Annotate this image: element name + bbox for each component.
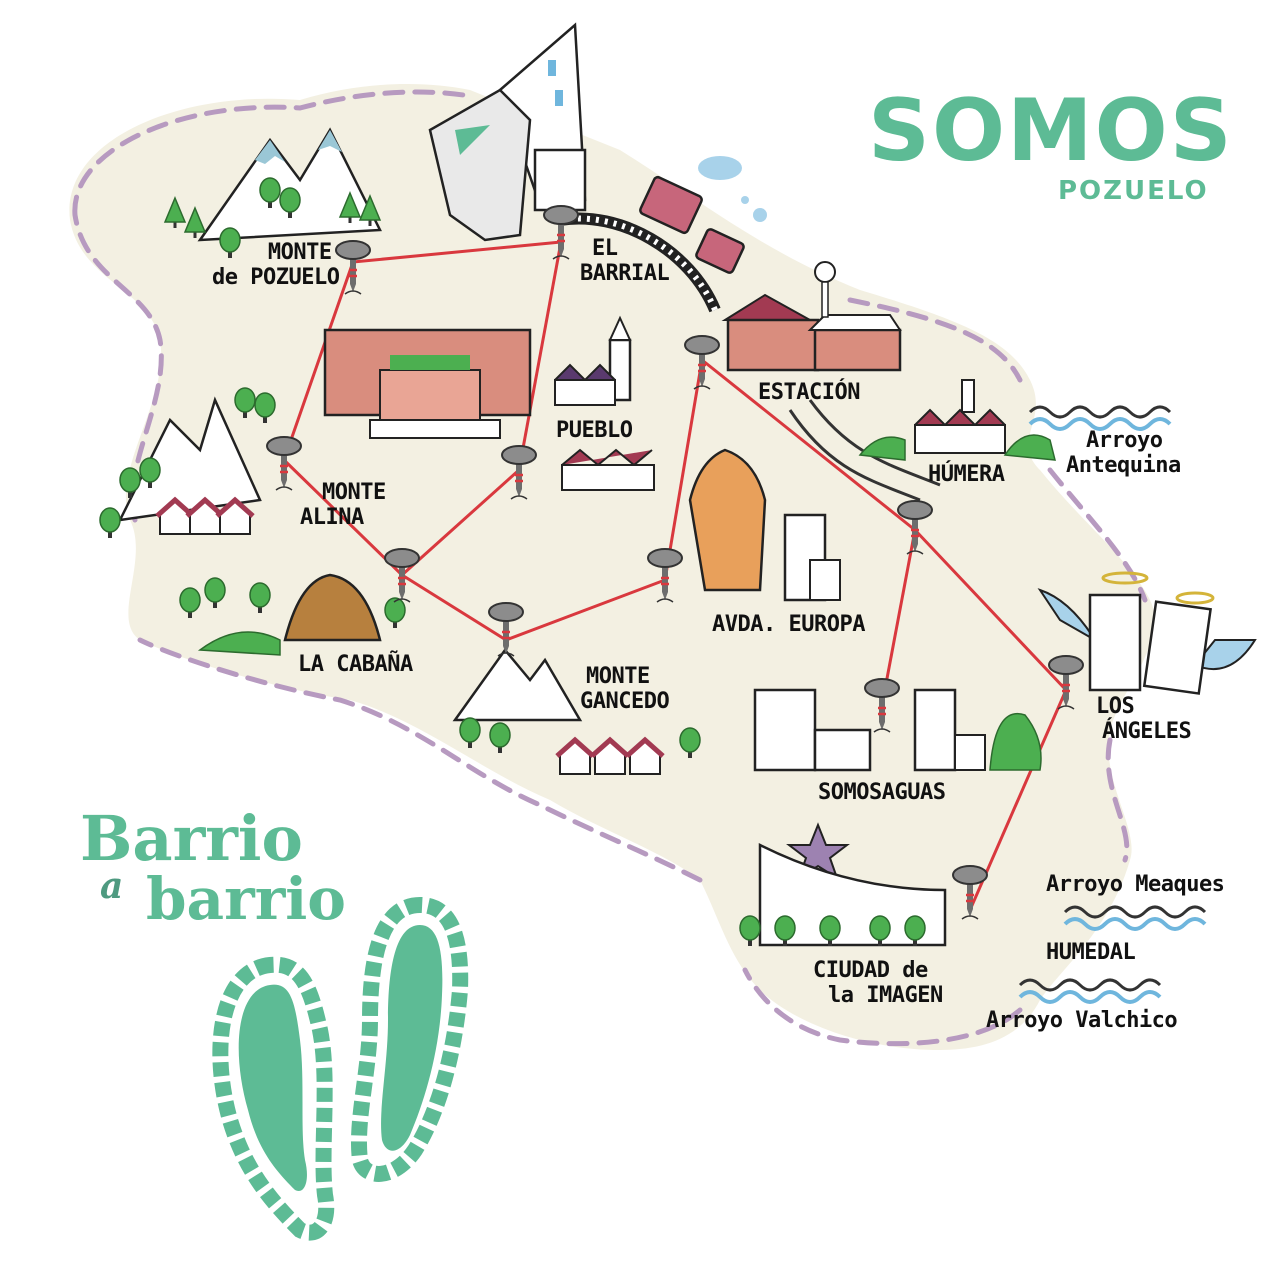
brand-title: SOMOS [868,81,1234,181]
label-arroyo-valchico: Arroyo Valchico [986,1008,1178,1033]
label-line: de POZUELO [212,265,340,291]
label-avda-europa[interactable]: AVDA. EUROPA [712,612,865,637]
tower-icon [688,448,841,602]
municipal-border [72,89,1148,1047]
label-estacion[interactable]: ESTACIÓN [758,380,860,405]
label-monte-de-pozuelo[interactable]: MONTE de POZUELO [212,240,340,291]
road [788,409,921,502]
footprint-icon [238,925,443,1191]
label-line: MONTE [586,664,650,689]
tower-icon [428,22,587,242]
label-line: Arroyo [1086,428,1163,453]
brand-subtitle: POZUELO [1058,176,1209,206]
station-icon [721,261,902,372]
label-line: PUEBLO [556,418,633,443]
label-line: la IMAGEN [828,983,943,1009]
label-somosaguas[interactable]: SOMOSAGUAS [818,780,946,805]
label-la-cabana[interactable]: LA CABAÑA [298,652,413,677]
label-line: LA CABAÑA [298,652,413,677]
label-line: LOS [1096,694,1135,719]
label-arroyo-meaques: Arroyo Meaques [1046,872,1225,897]
label-los-angeles[interactable]: LOS ÁNGELES [1096,694,1192,745]
label-el-barrial[interactable]: EL BARRIAL [580,236,670,287]
label-ciudad-de-la-imagen[interactable]: CIUDAD de la IMAGEN [798,958,943,1009]
tower-icon [753,688,986,772]
footprint-icon [212,896,469,1241]
label-line: HUMEDAL [1046,940,1136,965]
label-humedal: HUMEDAL [1046,940,1136,965]
label-arroyo-antequina: Arroyo Antequina [1066,428,1181,479]
label-line: GANCEDO [580,689,670,715]
train-icon [639,156,767,274]
label-line: Arroyo Meaques [1046,872,1225,897]
label-line: ÁNGELES [1102,719,1192,745]
tagline-barrio: Barrio [80,802,303,875]
angel-wings-icon [1037,571,1257,695]
label-line: AVDA. EUROPA [712,612,865,637]
label-line: CIUDAD de [813,958,928,983]
house-icon [561,448,655,491]
label-pueblo[interactable]: PUEBLO [556,418,633,443]
label-line: MONTE [267,240,332,265]
label-line: Arroyo Valchico [986,1008,1178,1033]
tagline-barrio-2: barrio [146,865,346,933]
label-line: ALINA [300,505,364,531]
mountain-icon [197,127,382,242]
star-icon [786,822,850,881]
label-line: MONTE [322,480,386,505]
label-monte-alina[interactable]: MONTE ALINA [300,480,386,531]
label-line: EL [592,236,618,261]
label-line: SOMOSAGUAS [818,780,946,805]
house-icon [283,573,382,642]
label-line: HÚMERA [928,462,1005,487]
tagline-connector: a [100,865,124,907]
label-monte-gancedo[interactable]: MONTE GANCEDO [580,664,670,715]
palace-icon [323,328,532,439]
house-icon [914,379,1006,454]
building-icon [758,842,947,947]
label-line: Antequina [1066,453,1181,479]
mountain-icon [452,647,583,722]
route-network [282,240,1068,911]
label-humera[interactable]: HÚMERA [928,462,1005,487]
church-icon [554,315,632,406]
railway-bridge [559,212,721,313]
label-line: ESTACIÓN [758,380,860,405]
label-line: BARRIAL [580,261,670,287]
